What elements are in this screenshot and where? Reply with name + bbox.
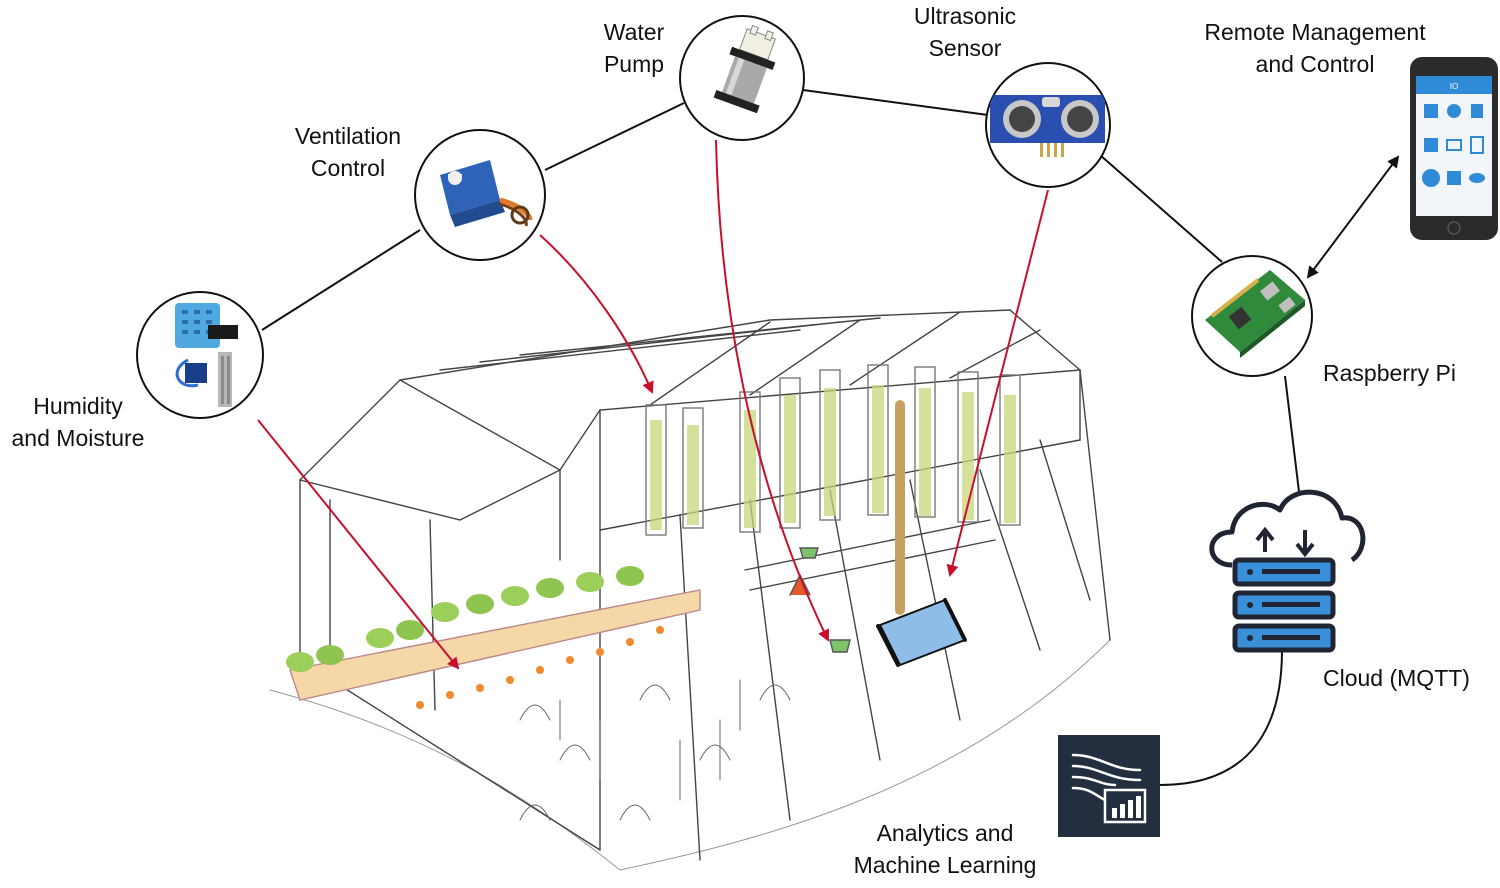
label-cloud-mqtt: Cloud (MQTT) [1323,665,1470,691]
analytics-ml-icon [1058,735,1160,837]
network-links [261,89,1301,786]
label-ultrasonic-sensor: Ultrasonic Sensor [913,3,1017,61]
ventilation-node [414,129,546,261]
greenhouse-sketch [269,309,1111,871]
smartphone-app: IO [1410,57,1498,240]
phone-app-title: IO [1450,82,1458,91]
label-analytics-ml: Analytics and Machine Learning [853,820,1037,878]
sensor-arrows [257,139,1049,670]
humidity-moisture-node [136,291,264,419]
label-raspberry-pi: Raspberry Pi [1323,360,1456,386]
phone-app-grid [1422,104,1485,187]
raspberry-pi-board-icon [1205,270,1305,358]
ultrasonic-sensor-icon [990,95,1105,157]
phone-pi-link [1306,155,1400,279]
cloud-mqtt-icon [1209,489,1366,653]
water-tank [876,598,967,667]
label-humidity-moisture: Humidity and Moisture [11,393,145,451]
server-stack-icon [1232,557,1336,653]
water-pump-node [679,15,805,141]
label-water-pump: Water Pump [603,19,665,77]
ultrasonic-node [985,62,1111,188]
humidity-sensor-icon [175,303,238,407]
water-pump-icon [713,24,776,114]
raspberry-pi-node [1191,255,1313,377]
label-ventilation-control: Ventilation Control [294,123,402,181]
servo-motor-icon [440,160,533,227]
label-remote-management: Remote Management and Control [1204,19,1426,77]
